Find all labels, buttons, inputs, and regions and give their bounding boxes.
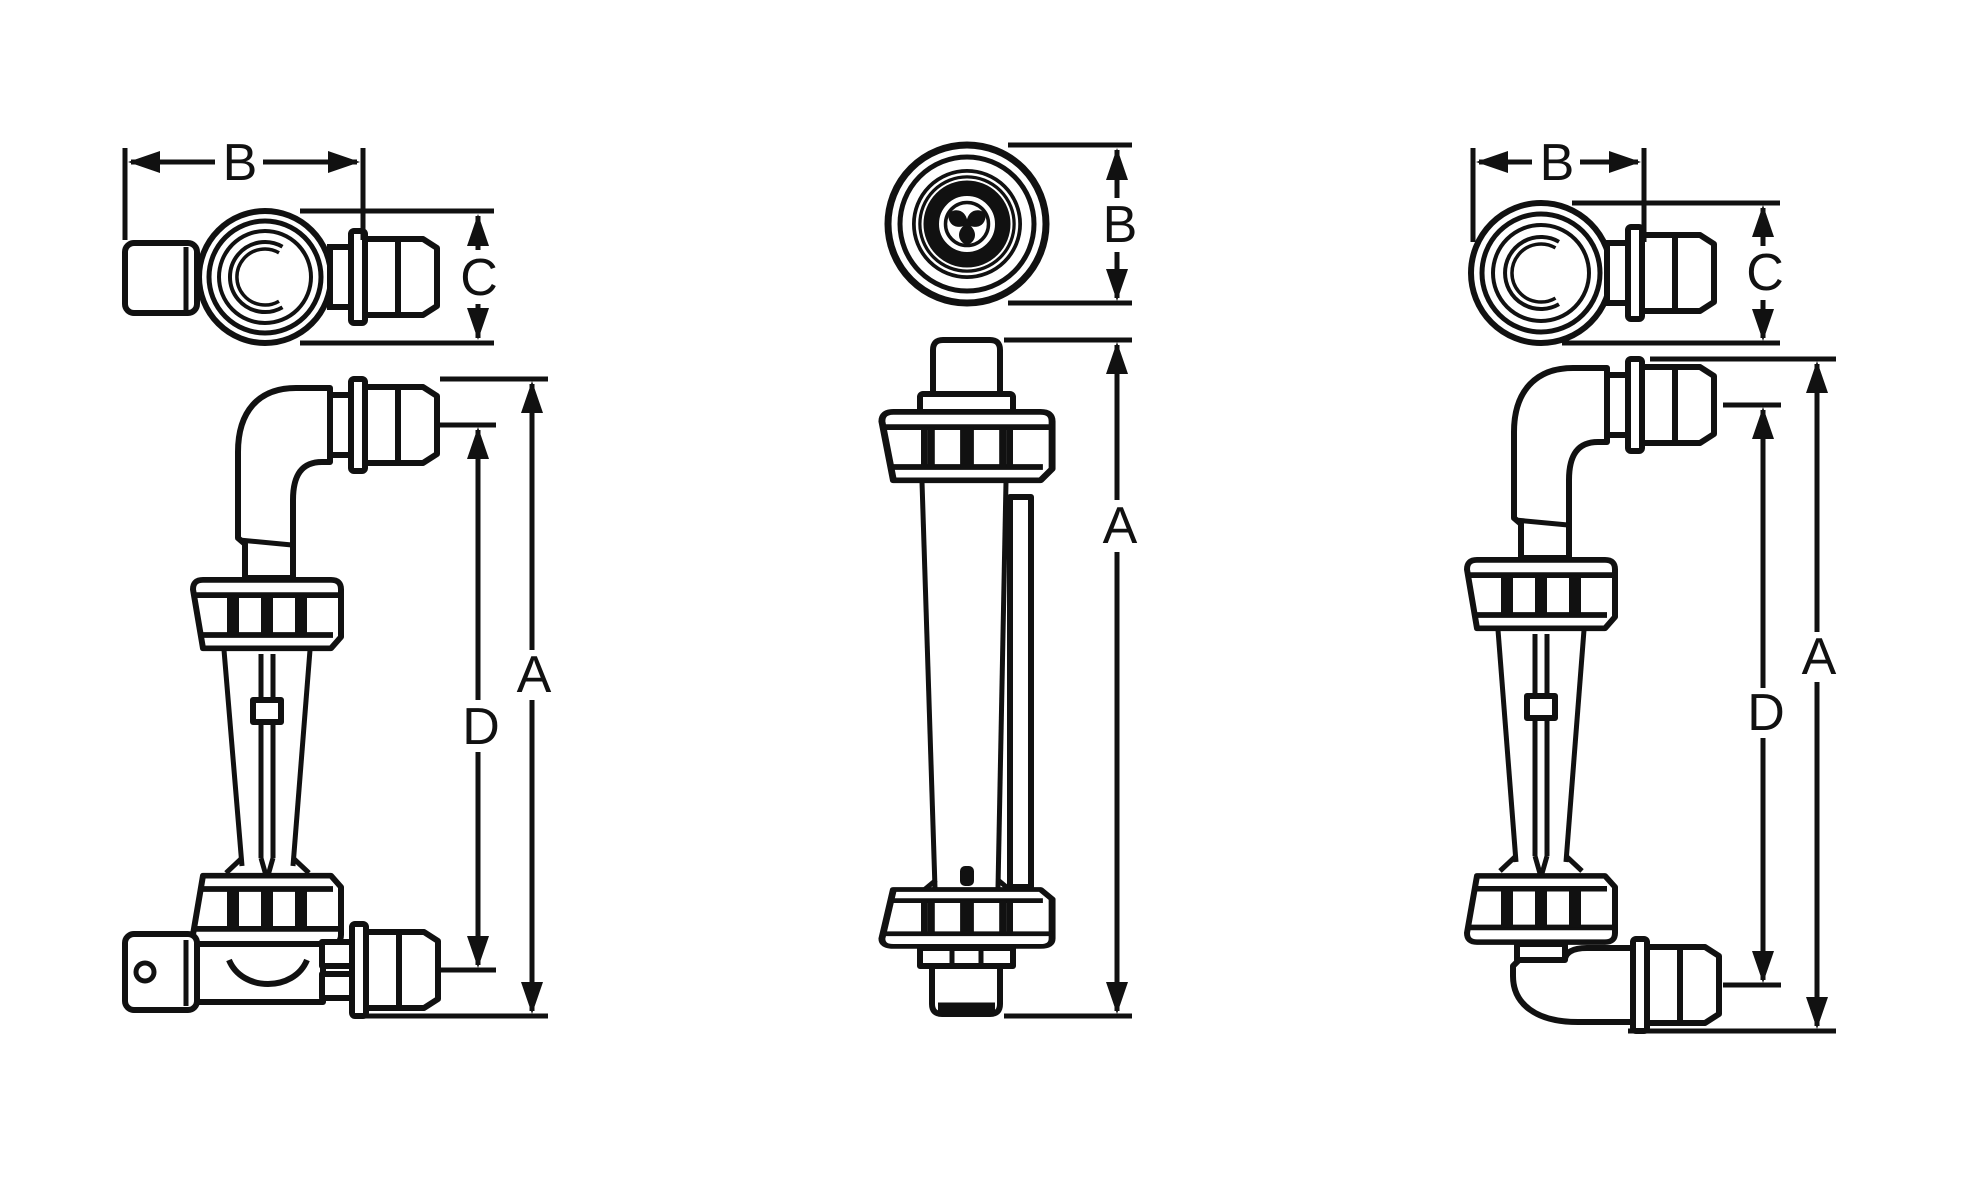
arrowhead	[1806, 361, 1828, 393]
left-side-view	[122, 379, 438, 1016]
arrowhead	[521, 381, 543, 413]
tube-right-edge	[290, 649, 313, 867]
hose-barb-fitting	[351, 231, 437, 323]
dim-label-A-left: A	[517, 646, 552, 704]
knob-hole	[133, 960, 157, 984]
arrowhead	[1106, 269, 1128, 301]
bottom-plug	[929, 963, 1003, 1017]
middle-front-view	[882, 337, 1052, 1017]
top-elbow	[1511, 365, 1610, 561]
inner-ring	[897, 154, 1037, 294]
bore-annulus	[912, 169, 1022, 279]
arrowhead	[1752, 407, 1774, 439]
right-side-view	[1467, 359, 1719, 1031]
dim-label-D-left: D	[462, 698, 500, 756]
tube-right-edge	[995, 481, 1009, 889]
dim-label-C-left: C	[460, 249, 498, 307]
tube-flare	[1564, 854, 1584, 873]
tube-left-edge	[221, 649, 245, 867]
upper-union-nut	[1467, 560, 1615, 628]
arrowhead	[467, 308, 489, 340]
tube-left-edge	[1495, 629, 1519, 863]
dim-label-A-right: A	[1802, 628, 1837, 686]
arrowhead	[328, 151, 360, 173]
arrowhead	[1476, 151, 1508, 173]
upper-union-nut	[882, 412, 1052, 480]
elbow-top-circles	[196, 208, 334, 346]
valve-body	[194, 941, 326, 1005]
dim-label-B-right: B	[1540, 134, 1575, 192]
tube-flare	[291, 856, 311, 875]
dim-label-C-right: C	[1746, 244, 1784, 302]
bottom-elbow	[1510, 945, 1636, 1025]
tube-right-edge	[1563, 629, 1587, 863]
dim-D-left: D	[438, 422, 500, 973]
lower-union-nut	[193, 876, 341, 944]
valve-outlet-groove	[319, 939, 355, 969]
arrowhead	[467, 214, 489, 246]
middle-plan-view	[884, 141, 1050, 307]
arrowhead	[521, 982, 543, 1014]
top-hose-barb	[351, 379, 437, 471]
arrowhead	[1106, 982, 1128, 1014]
dim-A-right: A	[1628, 356, 1837, 1034]
top-plug	[930, 337, 1003, 397]
bottom-hose-barb	[1633, 939, 1719, 1031]
arrowhead	[1106, 148, 1128, 180]
float	[250, 697, 284, 725]
dim-label-B-middle: B	[1103, 196, 1138, 254]
tube-left-edge	[919, 481, 938, 889]
arrowhead	[1752, 309, 1774, 341]
elbow-top-circles	[1468, 200, 1614, 346]
arrowhead	[1609, 151, 1641, 173]
upper-union-nut	[193, 580, 341, 648]
hose-barb-fitting	[1628, 227, 1714, 319]
float-stop-pin	[960, 866, 974, 886]
dim-label-A-middle: A	[1103, 497, 1138, 555]
dim-label-B-left: B	[223, 134, 258, 192]
dim-B-middle: B	[1008, 142, 1138, 306]
scale-strip	[1007, 494, 1034, 890]
right-view: B C	[1467, 134, 1837, 1031]
bottom-hose-barb	[352, 924, 438, 1016]
dim-B-right: B	[1470, 134, 1647, 242]
arrowhead	[1752, 951, 1774, 983]
valve-knob	[122, 931, 200, 1013]
annulus-detail-ring	[915, 172, 1019, 276]
arrowhead	[467, 427, 489, 459]
float-tri-spoke	[945, 206, 989, 245]
valve-outlet-groove	[319, 971, 355, 1001]
elbow-seam	[1514, 517, 1569, 528]
arrowhead	[467, 936, 489, 968]
arrowhead	[1106, 342, 1128, 374]
annulus-detail-ring	[921, 178, 1013, 270]
dim-A-left: A	[362, 376, 552, 1019]
top-hose-barb	[1628, 359, 1714, 451]
dim-A-middle: A	[1004, 337, 1138, 1019]
dim-D-right: D	[1723, 402, 1785, 988]
left-plan-view	[122, 208, 437, 346]
right-plan-view	[1468, 200, 1714, 346]
top-elbow	[235, 385, 333, 581]
left-view: B C	[122, 134, 552, 1019]
tube-flare	[224, 856, 244, 875]
lower-union-nut	[1467, 876, 1615, 942]
elbow-seam	[238, 537, 293, 548]
middle-view: B A	[882, 141, 1138, 1019]
arrowhead	[1806, 997, 1828, 1029]
dim-C-right: C	[1562, 200, 1784, 346]
lower-union-nut	[882, 890, 1052, 947]
tube-bottom-bowl	[226, 958, 310, 987]
dim-label-D-right: D	[1747, 684, 1785, 742]
arrowhead	[128, 151, 160, 173]
float	[1524, 693, 1558, 721]
dim-B-left: B	[122, 134, 366, 240]
dim-C-left: C	[300, 208, 498, 346]
tube-flare	[1498, 854, 1518, 873]
arrowhead	[1752, 205, 1774, 237]
